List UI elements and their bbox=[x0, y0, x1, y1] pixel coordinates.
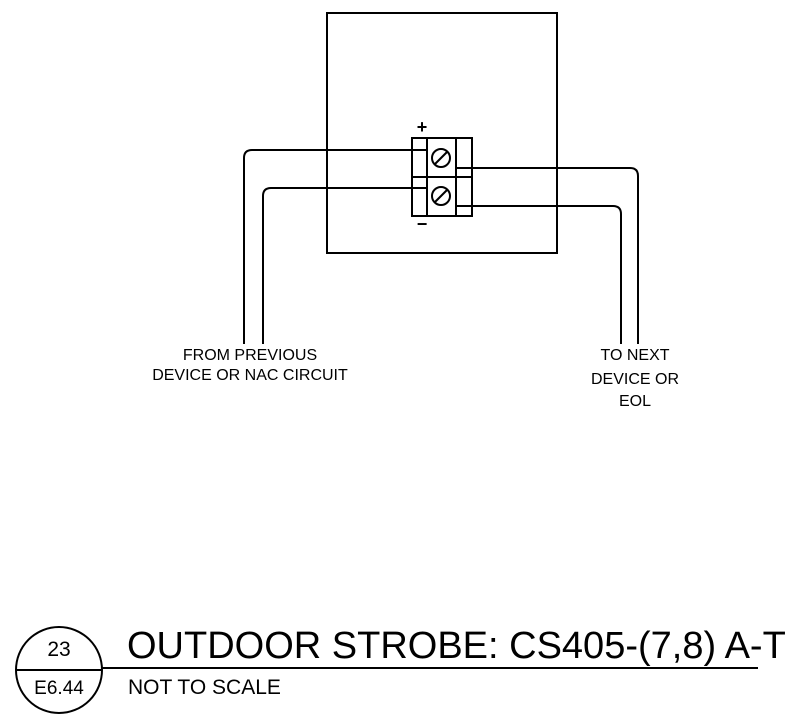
source-label-line1: FROM PREVIOUS bbox=[182, 347, 318, 364]
negative-screw-icon bbox=[431, 186, 451, 206]
terminal-positive-label: + bbox=[416, 117, 428, 137]
positive-screw-icon bbox=[431, 148, 451, 168]
drawing-scale-note: NOT TO SCALE bbox=[128, 676, 281, 699]
sheet-number: E6.44 bbox=[34, 678, 84, 699]
wire-out-positive bbox=[456, 167, 639, 344]
wiring-diagram bbox=[15, 12, 758, 714]
source-label-line2: DEVICE OR NAC CIRCUIT bbox=[152, 367, 348, 384]
destination-label-line3: EOL bbox=[618, 393, 651, 410]
detail-bubble bbox=[15, 626, 103, 714]
drawing-title: OUTDOOR STROBE: CS405-(7,8) A-T bbox=[127, 625, 786, 667]
destination-label-line1: TO NEXT bbox=[600, 347, 670, 364]
device-box bbox=[326, 12, 558, 254]
wire-in-positive bbox=[243, 149, 427, 344]
destination-label-line2: DEVICE OR bbox=[590, 371, 679, 388]
drawing-canvas: + − FROM PREVIOUS DEVICE OR NAC CIRCUIT … bbox=[15, 12, 786, 714]
detail-number: 23 bbox=[47, 638, 71, 661]
terminal-negative-label: − bbox=[416, 214, 428, 234]
wire-out-negative bbox=[456, 205, 622, 344]
terminal-block bbox=[411, 137, 473, 217]
wire-in-negative bbox=[262, 187, 427, 344]
